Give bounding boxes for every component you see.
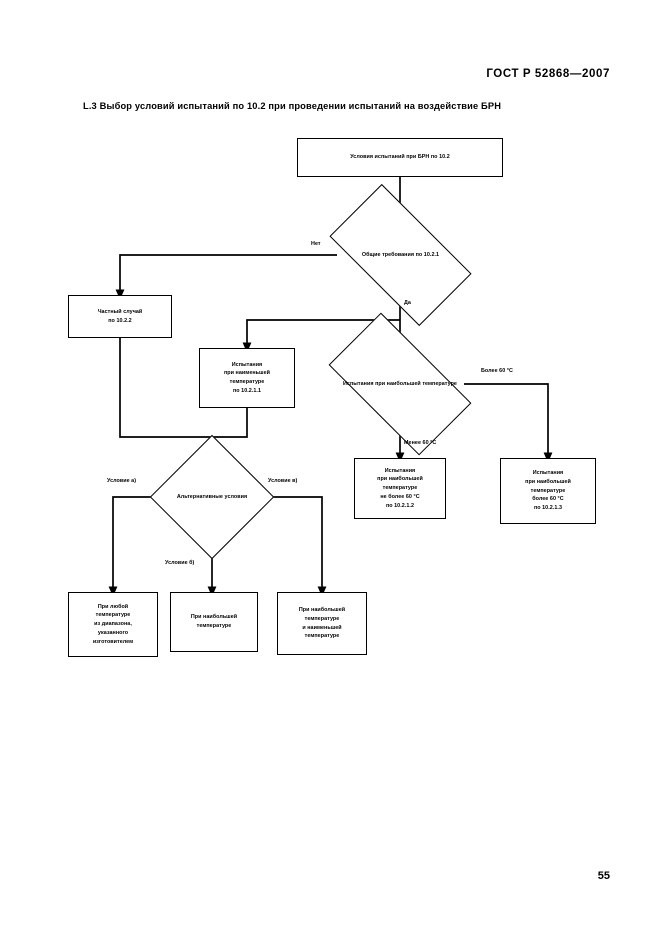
node-test-max-not-above-60-line-2: при наибольшей [377, 476, 423, 483]
node-result-max-temp: При наибольшей температуре [170, 592, 258, 652]
node-result-any-temp-line-2: температуре [95, 612, 131, 619]
edge-label-more-than-60: Более 60 °C [481, 368, 513, 374]
node-result-max-and-min-temp-line-2: температуре [304, 615, 340, 622]
node-special-case-line-2: по 10.2.2 [108, 317, 132, 324]
edge-label-condition-v: Условие в) [268, 478, 298, 484]
node-test-max-not-above-60-line-1: Испытания [384, 467, 416, 474]
node-test-max-above-60-line-4: более 60 °C [532, 496, 564, 503]
node-decision-alternative-line-2: условия [224, 493, 248, 500]
node-decision-general-line-2: требования [382, 251, 415, 258]
node-start: Условия испытаний при БРН по 10.2 [297, 138, 503, 177]
node-decision-general-line-1: Общие [361, 251, 381, 258]
node-test-min-temp: Испытания при наименьшей температуре по … [199, 348, 295, 408]
node-decision-alternative: Альтернативные условия [149, 434, 275, 560]
node-special-case-line-1: Частный случай [97, 308, 143, 315]
node-result-max-temp-line-2: температуре [196, 623, 232, 629]
node-special-case: Частный случай по 10.2.2 [68, 295, 172, 338]
node-test-max-above-60-line-5: по 10.2.1.3 [533, 505, 563, 512]
node-decision-max-temp: Испытания при наибольшей температуре [328, 312, 472, 456]
node-decision-general: Общие требования по 10.2.1 [329, 183, 472, 327]
node-test-max-above-60-line-2: при наибольшей [525, 478, 571, 485]
page-number: 55 [597, 870, 610, 882]
node-test-min-temp-line-3: температуре [229, 379, 265, 385]
node-start-line-1: Условия испытаний при БРН по 10.2 [350, 154, 450, 161]
node-result-any-temp-line-5: изготовителем [92, 638, 134, 645]
node-decision-general-line-3: по 10.2.1 [415, 251, 440, 258]
node-result-any-temp-line-1: При любой [97, 603, 129, 610]
node-test-min-temp-line-2: при наименьшей [224, 370, 270, 377]
node-test-max-above-60: Испытания при наибольшей температуре бол… [500, 458, 596, 524]
edge-label-less-than-60: Менее 60 °C [404, 440, 437, 446]
node-test-max-not-above-60-line-4: не более 60 °C [380, 493, 420, 500]
node-test-max-not-above-60: Испытания при наибольшей температуре не … [354, 458, 446, 519]
edge-label-condition-b: Условие б) [165, 560, 195, 566]
node-decision-max-temp-line-3: температуре [422, 380, 457, 387]
section-title: L.3 Выбор условий испытаний по 10.2 при … [83, 101, 502, 111]
node-result-any-temp-line-3: из диапазона, [94, 621, 132, 628]
node-result-max-and-min-temp-line-4: температуре [304, 633, 340, 640]
node-result-max-and-min-temp-line-1: При наибольшей [298, 607, 346, 613]
node-test-max-not-above-60-line-5: по 10.2.1.2 [385, 502, 415, 509]
edge-label-condition-a: Условие а) [107, 478, 137, 484]
node-test-min-temp-line-1: Испытания [231, 361, 263, 368]
node-decision-max-temp-line-1: Испытания [343, 380, 374, 387]
document-standard-header: ГОСТ Р 52868—2007 [486, 68, 610, 80]
node-decision-alternative-line-1: Альтернативные [176, 493, 223, 500]
node-result-any-temp: При любой температуре из диапазона, указ… [68, 592, 158, 657]
node-result-max-and-min-temp: При наибольшей температуре и наименьшей … [277, 592, 367, 655]
node-test-max-above-60-line-3: температуре [530, 487, 566, 494]
node-test-min-temp-line-4: по 10.2.1.1 [232, 387, 262, 394]
node-result-max-temp-line-1: При наибольшей [190, 614, 238, 621]
node-test-max-not-above-60-line-3: температуре [382, 485, 418, 492]
edge-label-no: Нет [311, 241, 321, 247]
edge-label-yes: Да [404, 300, 411, 306]
node-result-any-temp-line-4: указанного [97, 629, 129, 636]
node-result-max-and-min-temp-line-3: и наименьшей [302, 624, 342, 631]
node-test-max-above-60-line-1: Испытания [532, 470, 564, 477]
node-decision-max-temp-line-2: при наибольшей [375, 380, 421, 387]
